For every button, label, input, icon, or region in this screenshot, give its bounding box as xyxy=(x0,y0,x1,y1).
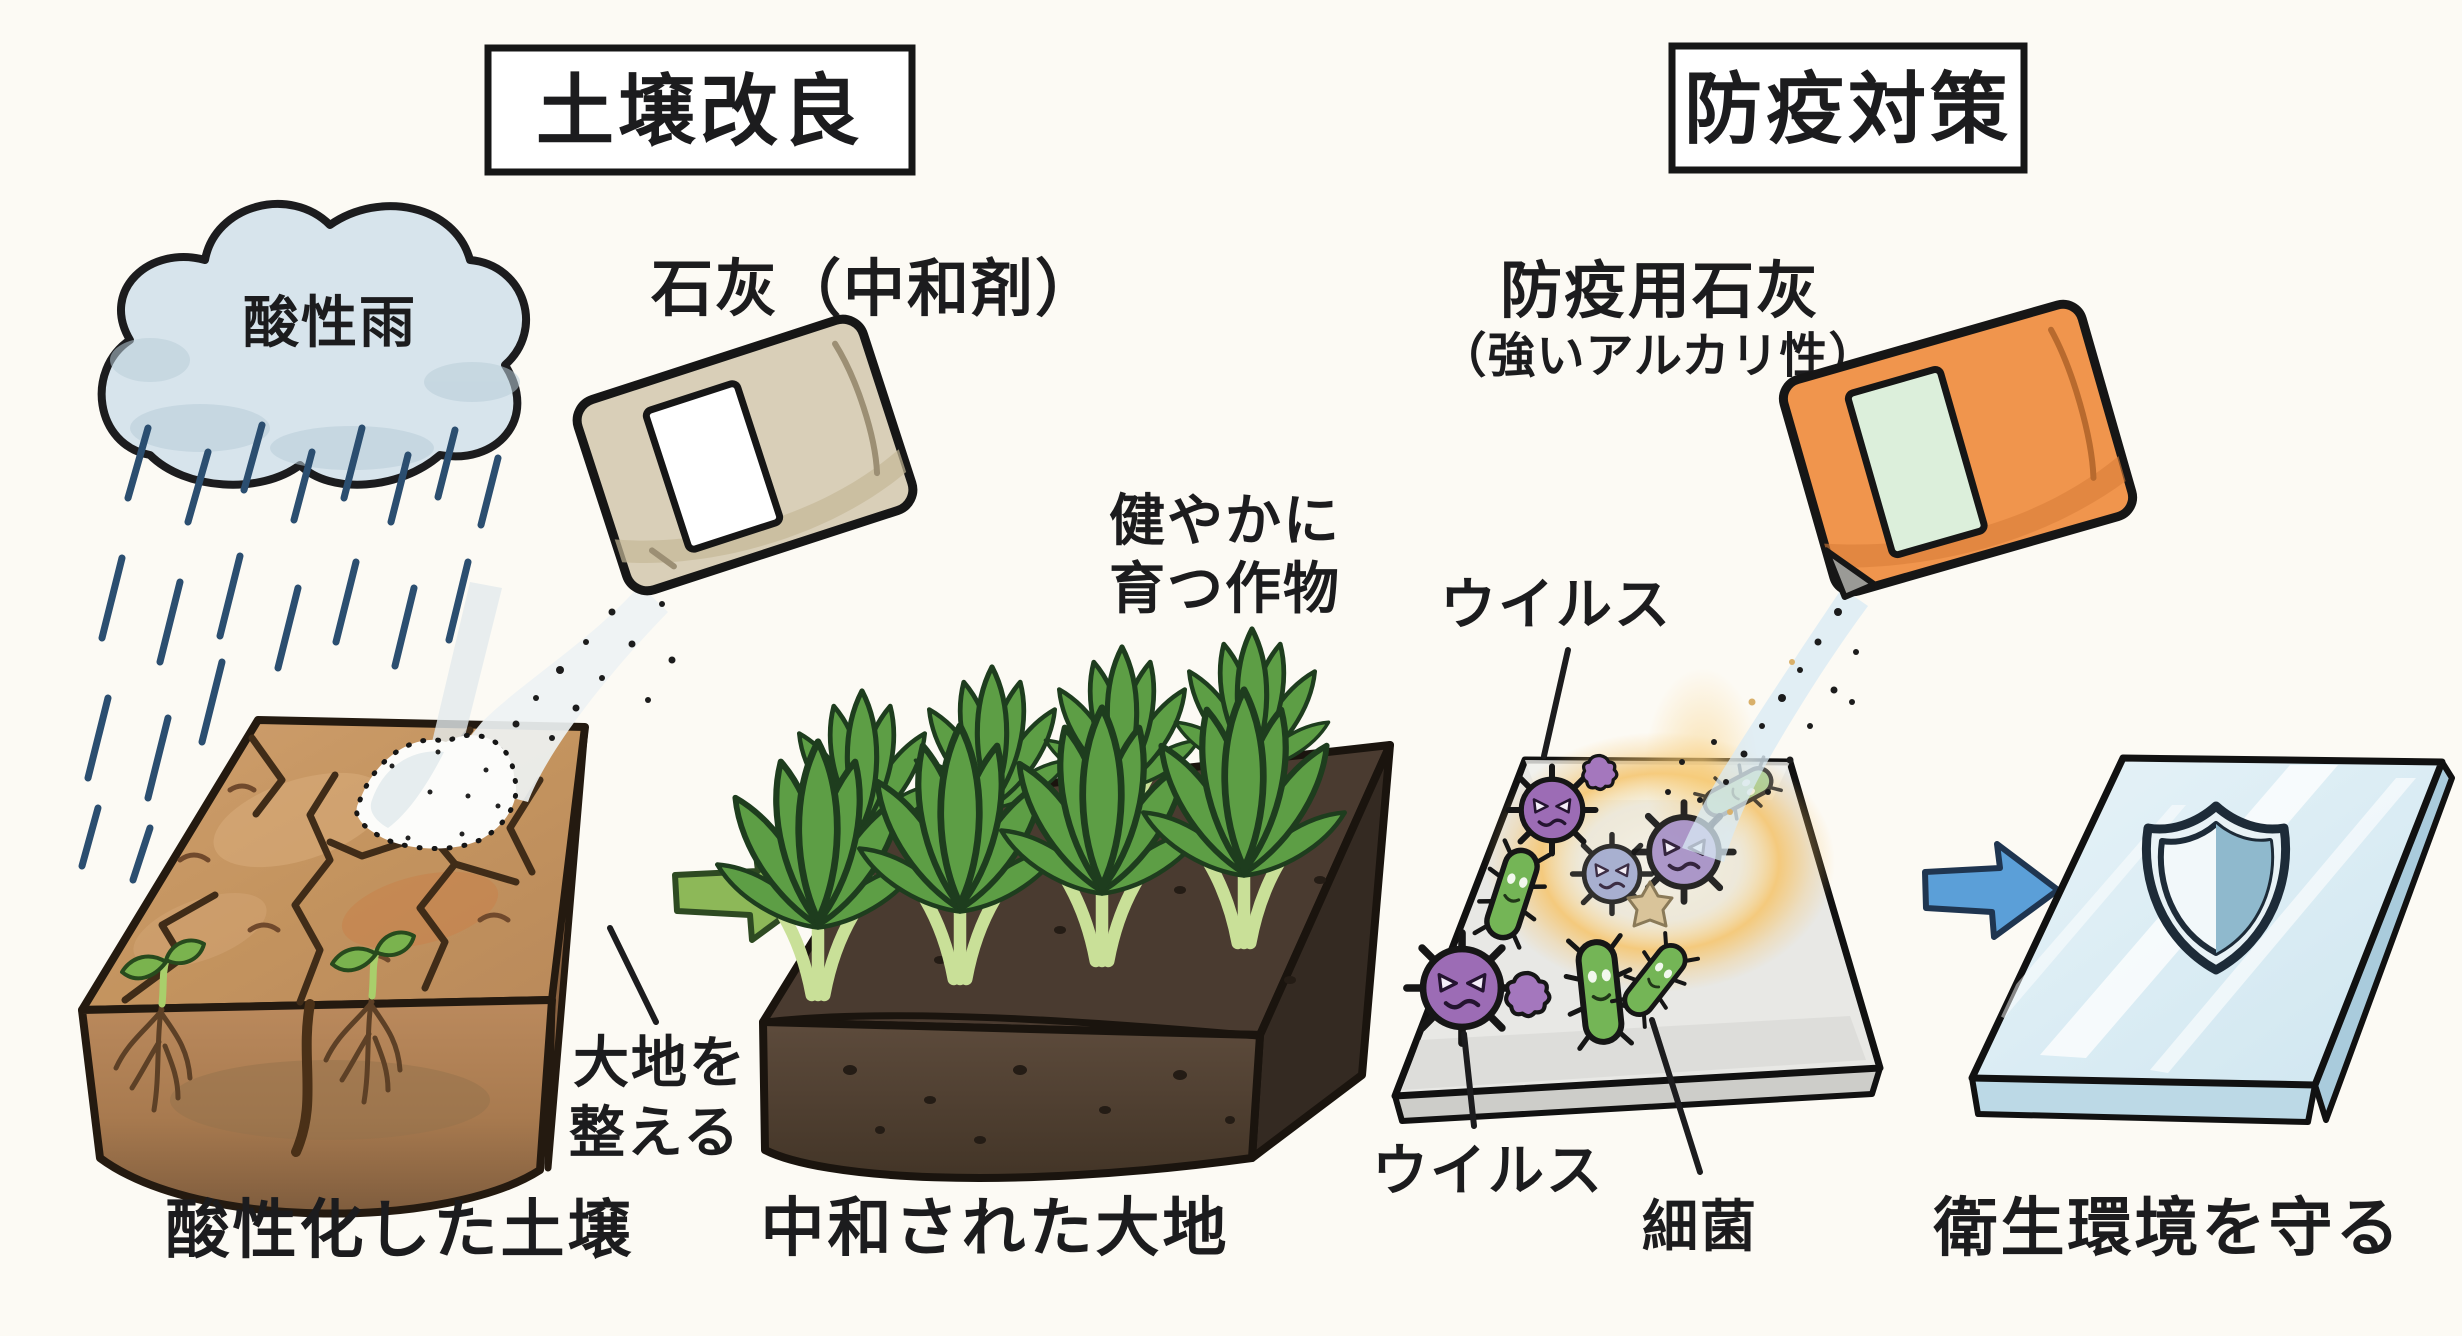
svg-text:育つ作物: 育つ作物 xyxy=(1109,557,1341,622)
prepare-land-label: 大地を 整える xyxy=(569,925,747,1166)
right-title-box: 防疫対策 xyxy=(1668,42,2028,174)
bacteria-label-group: 細菌 xyxy=(1642,1017,1758,1260)
lime-neutralizer-label: 石灰（中和剤） xyxy=(651,252,1099,325)
virus-label-bottom: ウイルス xyxy=(1372,1139,1604,1204)
disinfectant-bag-label xyxy=(1844,365,1988,559)
blue-arrow xyxy=(1922,841,2061,940)
svg-text:大地を: 大地を xyxy=(573,1031,747,1096)
neutralized-soil-block xyxy=(710,629,1394,1182)
virus-icon xyxy=(1407,933,1517,1043)
caption-acidified-soil: 酸性化した土壌 xyxy=(166,1194,635,1268)
left-title-box: 土壌改良 xyxy=(484,44,916,176)
caption-hygiene: 衛生環境を守る xyxy=(1933,1192,2403,1266)
dissolving-speck-icon xyxy=(1626,880,1674,928)
microbes xyxy=(1407,753,1783,1049)
clean-surface xyxy=(1968,754,2455,1125)
acidified-soil-block xyxy=(78,716,589,1218)
acid-rain-cloud: 酸性雨 xyxy=(97,199,531,489)
soil-improvement-panel: 土壌改良 酸性雨 石灰（中 xyxy=(78,44,1394,1268)
acid-rain-label: 酸性雨 xyxy=(243,291,417,356)
lime-pile xyxy=(354,732,519,851)
shield-icon xyxy=(2141,801,2291,975)
bacteria-label: 細菌 xyxy=(1642,1195,1758,1260)
caption-neutralized-land: 中和された大地 xyxy=(761,1192,1230,1266)
svg-text:健やかに: 健やかに xyxy=(1109,489,1341,554)
disinfectant-bag xyxy=(1778,299,2138,601)
epidemic-prevention-panel: 防疫対策 防疫用石灰 （強いアルカリ性） xyxy=(1372,42,2455,1266)
lime-bag-label xyxy=(642,380,784,553)
rain-streaks xyxy=(78,421,502,884)
healthy-crops-label: 健やかに 育つ作物 xyxy=(1109,489,1341,622)
disinfectant-stream xyxy=(1665,588,1868,862)
svg-text:防疫用石灰: 防疫用石灰 xyxy=(1500,254,1820,327)
virus-label-top-group: ウイルス xyxy=(1440,573,1672,759)
right-title: 防疫対策 xyxy=(1684,65,2012,155)
disinfecting-lime-label: 防疫用石灰 （強いアルカリ性） xyxy=(1438,254,1876,384)
virus-label-bottom-group: ウイルス xyxy=(1372,1031,1604,1204)
lime-bag xyxy=(572,314,918,596)
svg-text:整える: 整える xyxy=(569,1101,741,1166)
virus-label-top: ウイルス xyxy=(1440,573,1672,638)
left-title: 土壌改良 xyxy=(536,67,864,157)
